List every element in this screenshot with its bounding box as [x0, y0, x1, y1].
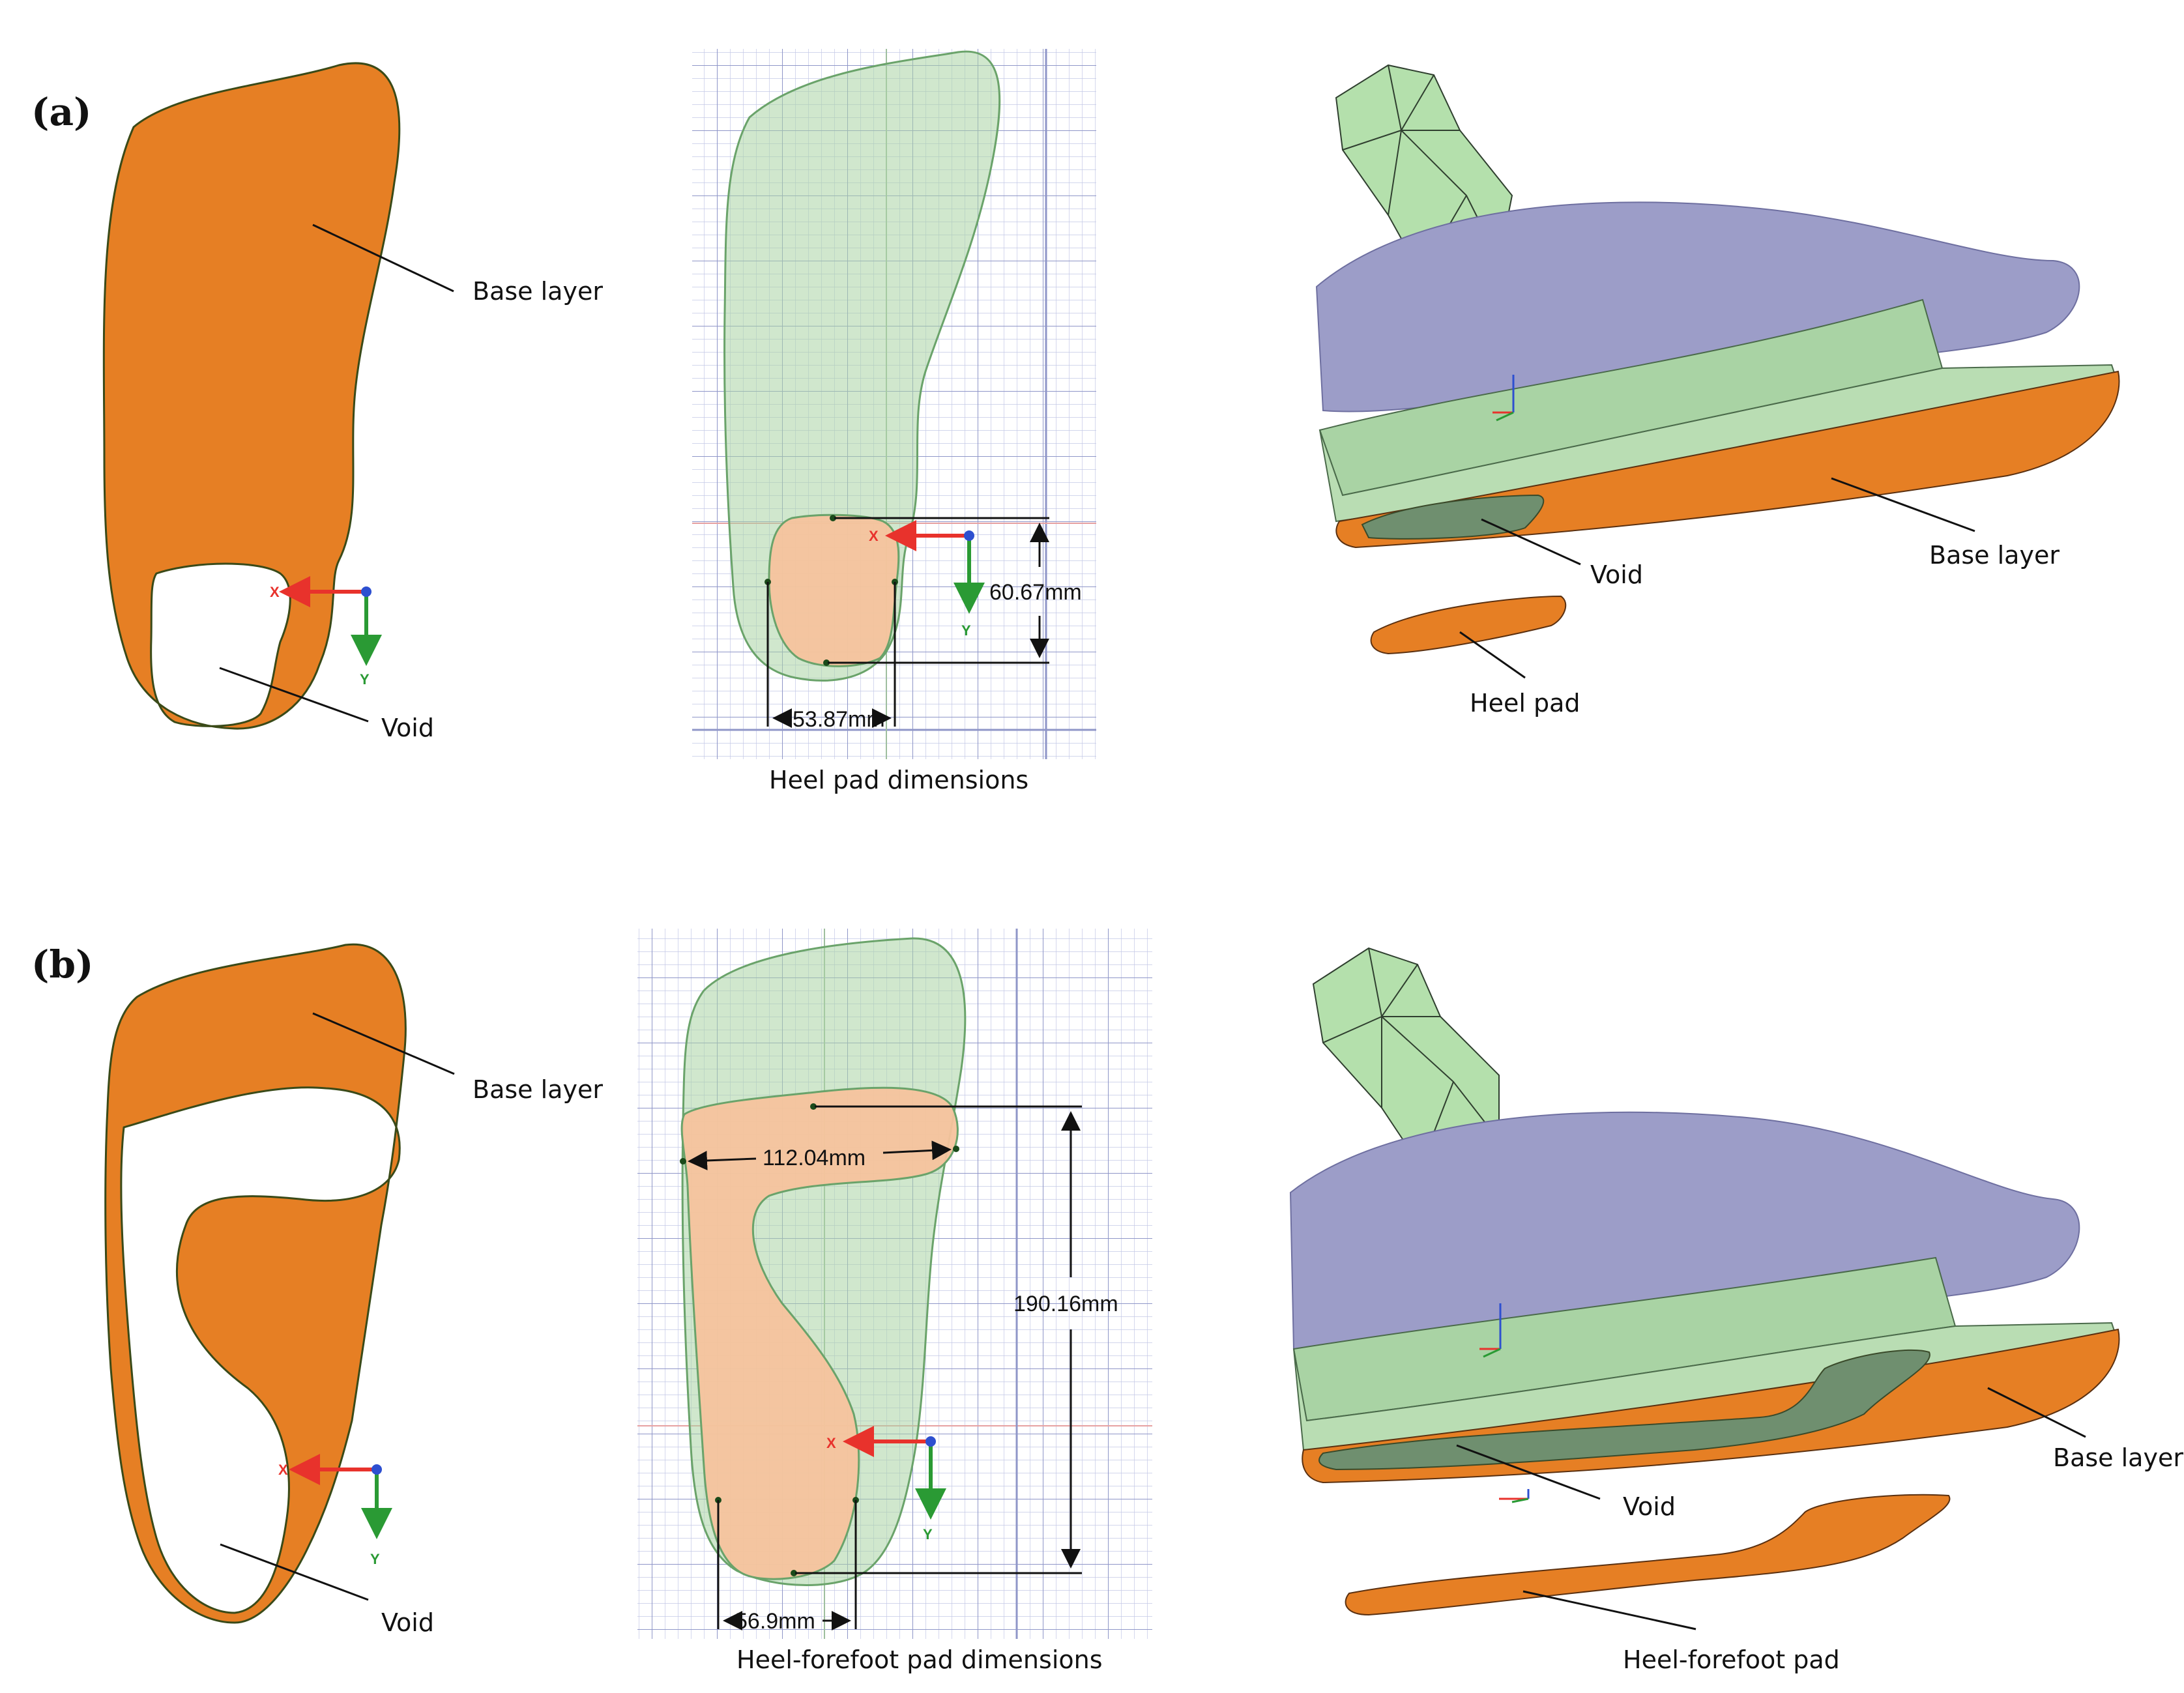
panel-b-sketch-axis-triad: X Y — [826, 1426, 946, 1542]
panel-a-sketch-x-label: X — [869, 528, 879, 544]
panel-b-heel-width-dimension-value: 56.9mm — [735, 1609, 815, 1634]
panel-a-tag: (a) — [31, 90, 91, 134]
panel-a-sketch-caption: Heel pad dimensions — [769, 766, 1028, 794]
panel-b-outline-y-label: Y — [370, 1551, 380, 1567]
panel-a-sketch-axis-triad: X Y — [869, 520, 985, 639]
panel-b-sketch-pad — [680, 1086, 959, 1580]
panel-b-model-void-leader — [1456, 1444, 1601, 1500]
panel-b-model-insole — [1292, 1256, 2120, 1484]
panel-a-outline-x-label: X — [270, 584, 280, 600]
panel-b-model-void-label: Void — [1623, 1492, 1676, 1521]
panel-a-void-label: Void — [381, 714, 434, 742]
panel-b-model-base-layer-label: Base layer — [2053, 1443, 2183, 1472]
panel-a-model: Void Base layer Heel pad — [1315, 64, 2120, 717]
panel-b-outline-axis-triad: X Y — [278, 1454, 392, 1567]
panel-b-model-axis-triad-lower — [1499, 1489, 1530, 1503]
panel-a-base-layer-leader — [312, 224, 454, 293]
panel-b-sketch: X Y 112.04mm 190.16mm — [637, 929, 1152, 1674]
panel-b-outline: Base layer Void X Y — [104, 943, 603, 1637]
panel-a-model-pad-label: Heel pad — [1470, 689, 1580, 717]
panel-a-sketch: X Y 60.67mm 53.87mm Heel pad dimensions — [692, 49, 1096, 794]
panel-b-tag: (b) — [31, 942, 93, 987]
panel-b-sketch-y-label: Y — [923, 1526, 933, 1542]
panel-b-model-pad-leader — [1522, 1590, 1696, 1630]
panel-b-model-base-layer-leader — [1987, 1387, 2086, 1438]
panel-a: (a) Base layer Void X Y — [31, 49, 2120, 794]
panel-a-width-dimension-value: 53.87mm — [793, 707, 885, 732]
panel-b-length-dimension-value: 190.16mm — [1013, 1292, 1118, 1316]
panel-a-void-leader — [219, 667, 369, 723]
panel-a-model-void-leader — [1481, 518, 1581, 566]
panel-b-model-void — [1318, 1349, 1930, 1471]
panel-a-base-layer-label: Base layer — [473, 277, 603, 306]
panel-a-sketch-y-label: Y — [961, 622, 971, 639]
panel-b-sketch-x-label: X — [826, 1435, 836, 1451]
panel-b-void-leader — [220, 1543, 369, 1601]
panel-b-model-pad — [1345, 1494, 1951, 1616]
panel-b-outline-x-label: X — [278, 1462, 288, 1478]
panel-b-length-dimension: 190.16mm — [795, 1105, 1118, 1574]
panel-a-model-pad-leader — [1459, 631, 1526, 679]
panel-b-model: Void Base layer Heel-forefoot pad — [1289, 947, 2183, 1674]
panel-b-base-layer-shape — [104, 943, 407, 1624]
panel-a-model-heel-pad — [1370, 595, 1567, 655]
panel-a-base-layer-shape — [102, 62, 401, 730]
panel-b-forefoot-width-dimension-value: 112.04mm — [763, 1146, 866, 1170]
panel-b-model-pad-label: Heel-forefoot pad — [1623, 1645, 1840, 1674]
panel-b-heel-width-dimension: 56.9mm — [717, 1500, 857, 1634]
panel-a-model-void-label: Void — [1590, 560, 1643, 589]
panel-b-base-layer-label: Base layer — [473, 1075, 603, 1104]
panel-a-height-dimension-value: 60.67mm — [989, 580, 1082, 605]
panel-b-void-label: Void — [381, 1608, 434, 1637]
panel-b-sketch-caption: Heel-forefoot pad dimensions — [736, 1645, 1103, 1674]
panel-a-width-dimension: 53.87mm — [766, 582, 896, 732]
panel-a-model-insole — [1318, 298, 2120, 549]
panel-a-height-dimension: 60.67mm — [828, 517, 1082, 664]
panel-a-model-base-layer-label: Base layer — [1929, 541, 2060, 570]
panel-a-outline-y-label: Y — [360, 671, 370, 687]
panel-a-model-axis-triad — [1492, 375, 1515, 422]
panel-b-base-layer-leader — [312, 1012, 455, 1075]
panel-b-forefoot-width-dimension: 112.04mm — [688, 1140, 952, 1170]
panel-a-outline-axis-triad: X Y — [270, 576, 382, 687]
panel-b-model-axis-triad-upper — [1479, 1303, 1502, 1358]
panel-b: (b) Base layer Void X Y — [31, 929, 2183, 1674]
panel-a-model-base-layer-leader — [1831, 477, 1975, 532]
panel-b-model-foot — [1289, 947, 2080, 1351]
panel-a-outline: Base layer Void X Y — [102, 62, 603, 742]
panel-a-sketch-heel-pad — [768, 514, 900, 667]
